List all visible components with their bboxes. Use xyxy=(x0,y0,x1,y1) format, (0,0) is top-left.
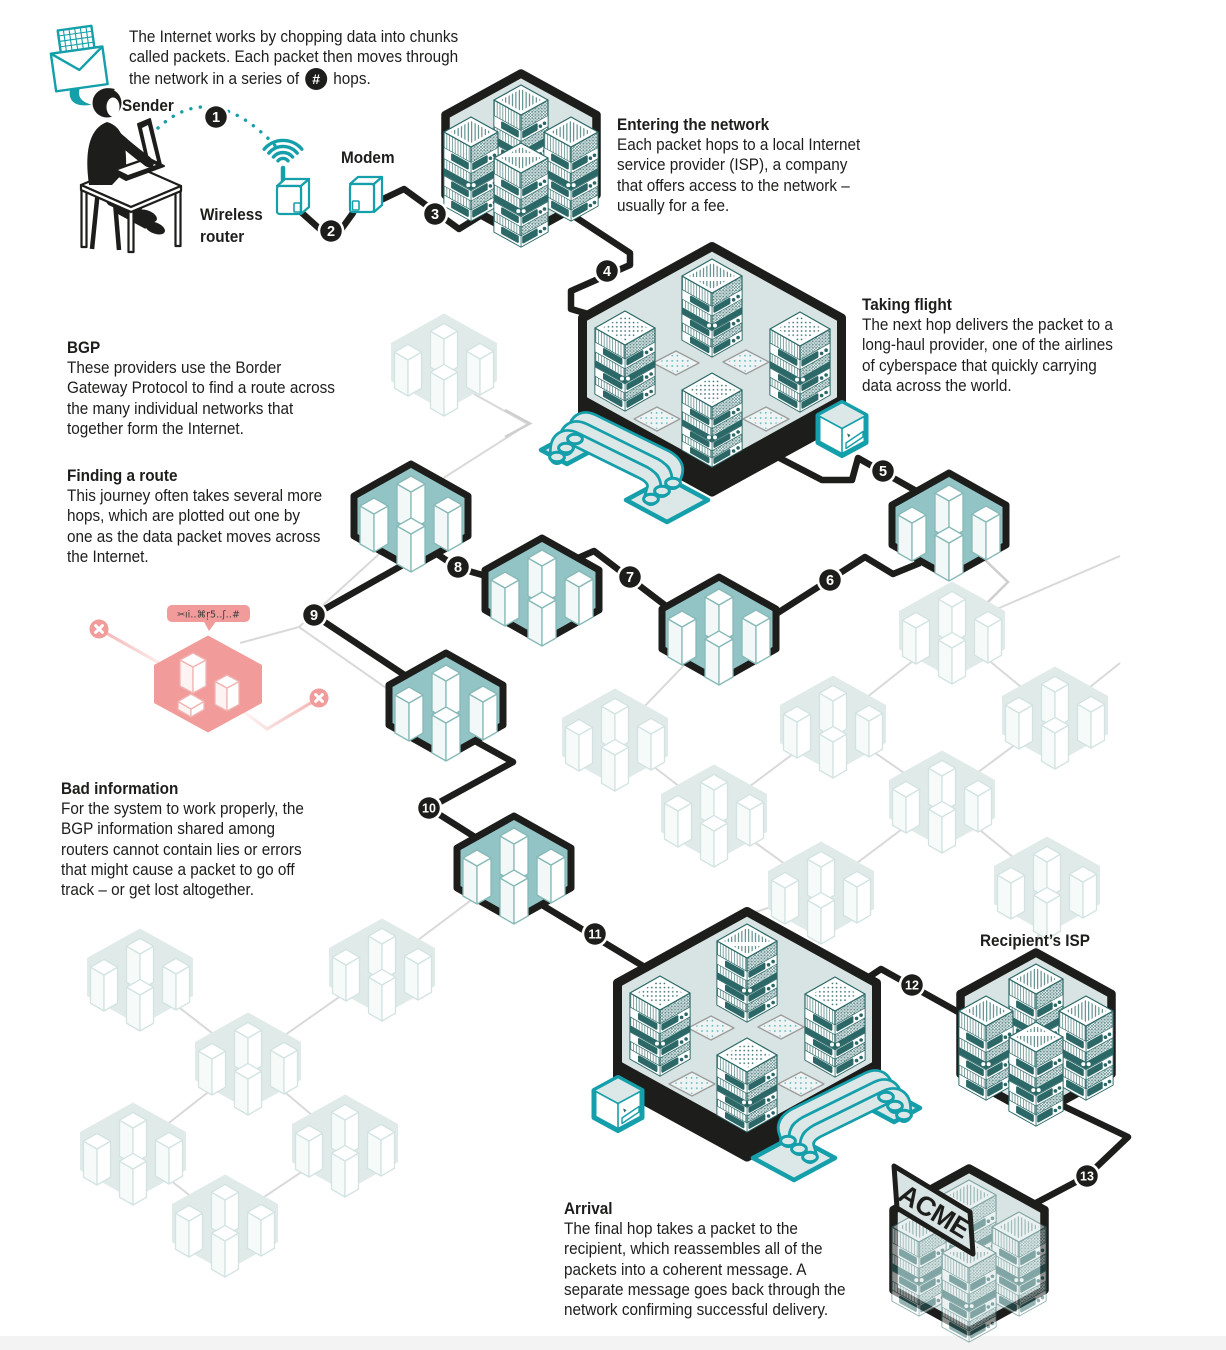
hop-number: 3 xyxy=(431,207,439,223)
background-cluster xyxy=(329,918,435,1022)
sender-label: Sender xyxy=(122,96,174,115)
hop-badge-13: 13 xyxy=(1073,1162,1101,1190)
background-cluster xyxy=(292,1094,398,1198)
hop-badge-7: 7 xyxy=(616,563,644,591)
section-body: This journey often takes several more ho… xyxy=(67,486,323,566)
bridge-1 xyxy=(538,411,711,525)
longhaul-platform-1 xyxy=(578,242,846,497)
route-cluster-b xyxy=(481,534,603,647)
hop-number: 6 xyxy=(826,573,834,589)
section-heading: Finding a route xyxy=(67,466,178,485)
route-cluster-f xyxy=(453,812,575,925)
intro-line: the network in a series of xyxy=(129,68,300,88)
section-body: Each packet hops to a local Internet ser… xyxy=(617,135,861,215)
modem-label: Modem xyxy=(341,148,395,167)
section-heading: BGP xyxy=(67,338,101,357)
hop-number: 5 xyxy=(879,464,887,480)
section-body: The next hop delivers the packet to a lo… xyxy=(862,315,1113,395)
hop-badge-6: 6 xyxy=(816,566,844,594)
hop-badges: 2 3 4 5 6 7 8 9 10 11 12 13 xyxy=(300,200,1101,1190)
intro-text: The Internet works by chopping data into… xyxy=(129,27,458,90)
route-clusters xyxy=(350,460,1010,925)
recipients-isp-label: Recipient’s ISP xyxy=(980,931,1090,950)
hop-number: 4 xyxy=(603,264,611,280)
x-icon xyxy=(89,619,109,639)
sender-scene: 1 xyxy=(49,24,384,254)
hop-badge-2: 2 xyxy=(317,217,345,245)
route-cluster-e xyxy=(385,649,507,762)
section-heading: Bad information xyxy=(61,779,179,798)
wireless-router-label: Wireless router xyxy=(200,205,263,246)
hop-number: 9 xyxy=(310,608,318,624)
hop-badge-11: 11 xyxy=(581,920,609,948)
hop-badge-1: 1 xyxy=(202,103,230,131)
hop-number: 10 xyxy=(422,802,436,816)
hop-badge-10: 10 xyxy=(415,794,443,822)
pink-hexagon xyxy=(154,635,262,733)
route-cluster-d xyxy=(888,469,1010,582)
intro-line: called packets. Each packet then moves t… xyxy=(129,47,459,67)
hop-badge-9: 9 xyxy=(300,601,328,629)
small-cube-1 xyxy=(815,400,869,458)
hop-number: 8 xyxy=(454,560,462,576)
flow-chevron-icon xyxy=(984,559,1010,606)
bottom-strip xyxy=(0,1336,1226,1350)
hop-badge-3: 3 xyxy=(421,200,449,228)
background-cluster xyxy=(562,688,668,792)
section-body: For the system to work properly, the BGP… xyxy=(61,799,304,900)
small-cube-2 xyxy=(591,1075,645,1133)
flow-chevron-icon xyxy=(504,408,533,439)
hop-number: 12 xyxy=(905,979,919,993)
background-cluster xyxy=(768,841,874,945)
corrupt-symbols: ✂ıi‥⌘ŗ5‥ʃ‥# xyxy=(177,610,240,621)
sender-hand xyxy=(142,158,154,168)
hop-number: 13 xyxy=(1080,1170,1094,1184)
section-heading: Entering the network xyxy=(617,115,770,134)
background-cluster xyxy=(994,836,1100,940)
background-cluster xyxy=(1002,666,1108,770)
background-cluster xyxy=(780,675,886,779)
intro-line: The Internet works by chopping data into… xyxy=(129,27,459,46)
section-heading: Arrival xyxy=(564,1199,613,1218)
background-cluster xyxy=(80,1102,186,1206)
background-cluster xyxy=(899,581,1005,685)
hash-badge: # xyxy=(305,67,328,90)
isp-cluster-entering xyxy=(441,69,601,248)
hop-number: 1 xyxy=(212,110,220,126)
background-cluster xyxy=(889,750,995,854)
hop-number: 11 xyxy=(588,928,601,942)
background-cluster xyxy=(195,1012,301,1116)
hop-badge-5: 5 xyxy=(869,457,897,485)
envelope-icon xyxy=(49,24,109,106)
wireless-router xyxy=(262,138,311,216)
hop-badge-8: 8 xyxy=(444,553,472,581)
hop-number: 2 xyxy=(327,224,335,240)
hop-badge-12: 12 xyxy=(898,971,926,999)
background-clusters xyxy=(80,313,1108,1278)
background-cluster xyxy=(661,764,767,868)
section-body: The final hop takes a packet to the reci… xyxy=(564,1219,846,1320)
intro-suffix: hops. xyxy=(333,68,371,88)
section-body: These providers use the Border Gateway P… xyxy=(67,358,335,438)
route-cluster-a xyxy=(350,460,472,573)
background-cluster xyxy=(172,1174,278,1278)
corrupt-packet-tag: ✂ıi‥⌘ŗ5‥ʃ‥# xyxy=(167,605,250,631)
hop-number: 7 xyxy=(626,570,634,586)
section-heading: Taking flight xyxy=(862,295,952,314)
bad-information-cluster: ✂ıi‥⌘ŗ5‥ʃ‥# xyxy=(89,605,329,733)
background-cluster xyxy=(391,313,497,417)
route-cluster-c xyxy=(658,573,780,686)
x-icon xyxy=(309,688,329,708)
hop-badge-4: 4 xyxy=(593,257,621,285)
background-cluster xyxy=(87,928,193,1032)
modem-device xyxy=(348,175,384,214)
isp-cluster-recipient xyxy=(959,953,1113,1127)
